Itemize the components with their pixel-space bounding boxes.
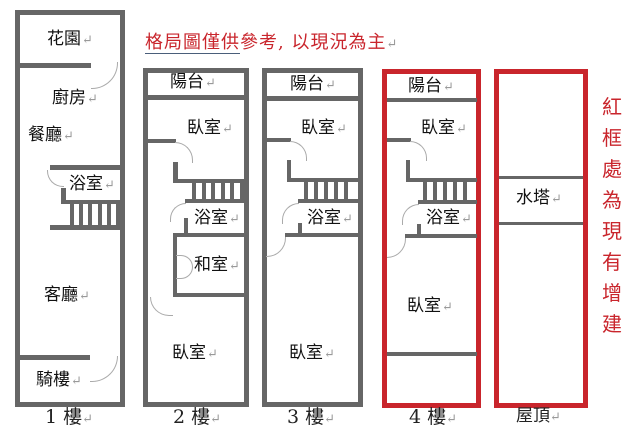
wall xyxy=(285,233,361,237)
wall xyxy=(264,96,361,101)
floor-1-outline xyxy=(15,10,125,407)
room-label: 陽台 xyxy=(408,78,454,95)
wall xyxy=(406,178,477,182)
stairs xyxy=(192,183,244,201)
wall xyxy=(145,95,247,100)
wall xyxy=(405,234,477,238)
wall xyxy=(17,355,90,360)
title-rest: 參考, 以現況為主 xyxy=(240,32,387,53)
wall xyxy=(298,199,361,203)
floor-label: 1 樓 xyxy=(45,408,93,427)
wall xyxy=(173,233,247,237)
wall xyxy=(61,200,122,204)
room-label: 臥室 xyxy=(407,298,453,315)
room-label: 臥室 xyxy=(172,345,218,362)
wall xyxy=(173,179,247,183)
room-label: 廚房 xyxy=(52,90,98,107)
wall xyxy=(298,223,302,235)
floor-label: 4 樓 xyxy=(409,408,457,427)
addition-note: 紅框處為現有增建 xyxy=(602,95,622,336)
wall xyxy=(418,200,477,204)
room-label: 花園 xyxy=(47,31,93,48)
floor-label: 3 樓 xyxy=(287,408,335,427)
wall xyxy=(50,165,122,170)
room-label: 臥室 xyxy=(289,345,335,362)
room-label: 浴室 xyxy=(69,176,115,193)
wall xyxy=(264,138,291,142)
room-label: 臥室 xyxy=(187,120,233,137)
wall xyxy=(417,224,421,236)
wall xyxy=(50,225,122,230)
stairs xyxy=(304,182,348,199)
wall xyxy=(185,199,247,203)
wall xyxy=(287,178,361,182)
roof-outline xyxy=(494,69,588,408)
room-label: 客廳 xyxy=(44,287,90,304)
wall xyxy=(173,233,177,296)
room-label: 浴室 xyxy=(307,210,353,227)
title-underlined: 格局圖僅供 xyxy=(145,32,240,54)
wall xyxy=(387,98,477,102)
stairs xyxy=(70,204,120,226)
room-label: 陽台 xyxy=(170,74,216,91)
room-label: 餐廳 xyxy=(28,127,74,144)
room-label: 騎樓 xyxy=(36,372,82,389)
floor-2-outline xyxy=(143,68,249,407)
room-label: 浴室 xyxy=(194,210,240,227)
wall xyxy=(406,160,410,180)
wall xyxy=(61,188,66,204)
wall xyxy=(287,160,291,180)
floor-label: 2 樓 xyxy=(173,408,221,427)
wall xyxy=(173,293,247,297)
room-label: 和室 xyxy=(194,257,240,274)
room-label: 水塔 xyxy=(516,190,562,207)
room-label: 浴室 xyxy=(426,210,472,227)
stairs xyxy=(423,182,467,200)
wall xyxy=(387,138,411,142)
room-label: 臥室 xyxy=(421,120,467,137)
wall xyxy=(173,162,178,182)
wall xyxy=(184,218,188,234)
wall xyxy=(145,139,176,143)
disclaimer-title: 格局圖僅供參考, 以現況為主 xyxy=(145,28,398,54)
wall xyxy=(387,352,477,356)
room-label: 陽台 xyxy=(290,76,336,93)
wall xyxy=(499,222,583,225)
wall xyxy=(17,63,91,68)
floor-3-outline xyxy=(262,68,363,407)
floor-label: 屋頂 xyxy=(516,408,561,425)
wall xyxy=(499,176,583,179)
room-label: 臥室 xyxy=(301,120,347,137)
